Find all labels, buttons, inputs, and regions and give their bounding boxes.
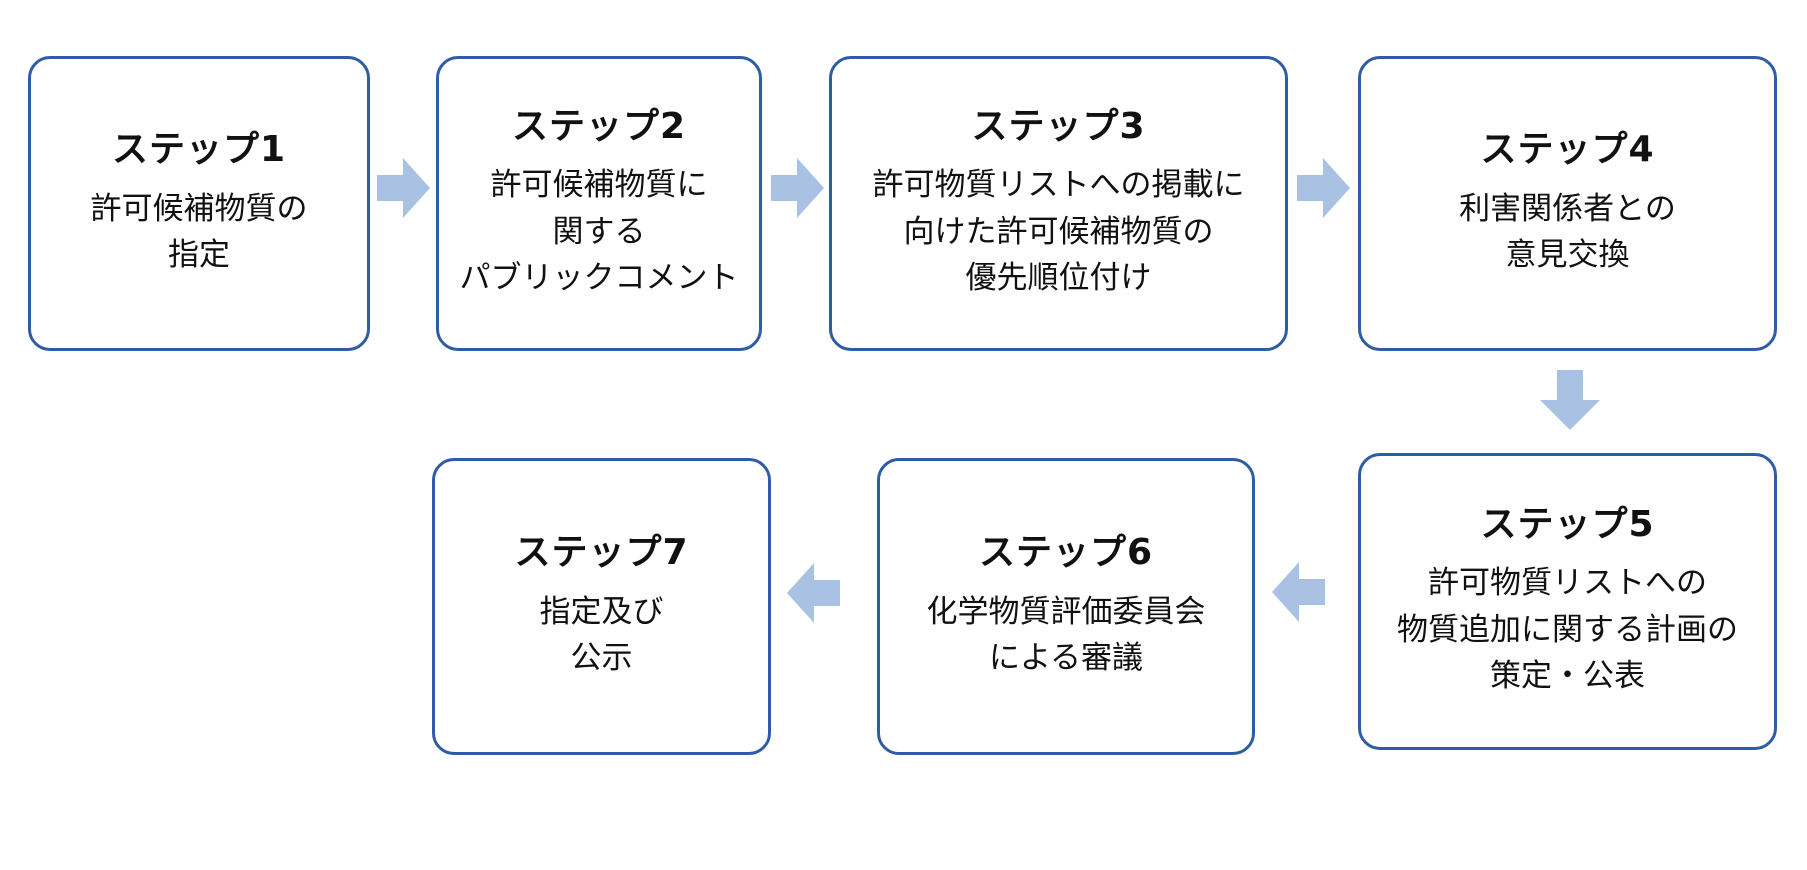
step-6-box: ステップ6 化学物質評価委員会 による審議 [877, 458, 1255, 755]
step-6-title: ステップ6 [978, 532, 1154, 574]
step-4-line-2: 意見交換 [1505, 237, 1630, 274]
step-2-box: ステップ2 許可候補物質に 関する パブリックコメント [436, 56, 762, 351]
step-3-title: ステップ3 [971, 106, 1146, 148]
step-1-line-1: 許可候補物質の [90, 190, 308, 227]
step-2-line-2: 関する [552, 213, 646, 250]
step-3-box: ステップ3 許可物質リストへの掲載に 向けた許可候補物質の 優先順位付け [829, 56, 1288, 351]
step-5-title: ステップ5 [1480, 504, 1655, 546]
step-5-box: ステップ5 許可物質リストへの 物質追加に関する計画の 策定・公表 [1358, 453, 1777, 750]
arrow-left-icon [1272, 562, 1325, 622]
step-4-box: ステップ4 利害関係者との 意見交換 [1358, 56, 1777, 351]
step-7-box: ステップ7 指定及び 公示 [432, 458, 771, 755]
arrow-right-icon [1297, 158, 1350, 218]
step-6-line-2: による審議 [988, 640, 1144, 677]
step-3-line-3: 優先順位付け [965, 260, 1152, 297]
step-5-line-3: 策定・公表 [1490, 658, 1645, 695]
step-1-title: ステップ1 [111, 129, 287, 171]
step-7-line-2: 公示 [570, 640, 633, 677]
arrow-right-icon [771, 158, 824, 218]
step-1-line-2: 指定 [168, 237, 230, 274]
step-7-line-1: 指定及び [539, 593, 664, 630]
step-3-line-1: 許可物質リストへの掲載に [872, 167, 1245, 204]
arrow-left-icon [787, 563, 840, 623]
step-1-box: ステップ1 許可候補物質の 指定 [28, 56, 370, 351]
step-3-line-2: 向けた許可候補物質の [903, 213, 1214, 250]
arrow-down-icon [1540, 370, 1600, 430]
step-6-line-1: 化学物質評価委員会 [926, 593, 1206, 630]
arrow-right-icon [377, 158, 430, 218]
step-2-title: ステップ2 [511, 106, 687, 148]
step-4-line-1: 利害関係者との [1459, 190, 1676, 227]
step-7-title: ステップ7 [514, 532, 689, 574]
step-2-line-1: 許可候補物質に [490, 167, 708, 204]
step-2-line-3: パブリックコメント [459, 260, 739, 297]
step-4-title: ステップ4 [1480, 129, 1655, 171]
step-5-line-2: 物質追加に関する計画の [1397, 611, 1738, 648]
step-5-line-1: 許可物質リストへの [1428, 565, 1707, 602]
